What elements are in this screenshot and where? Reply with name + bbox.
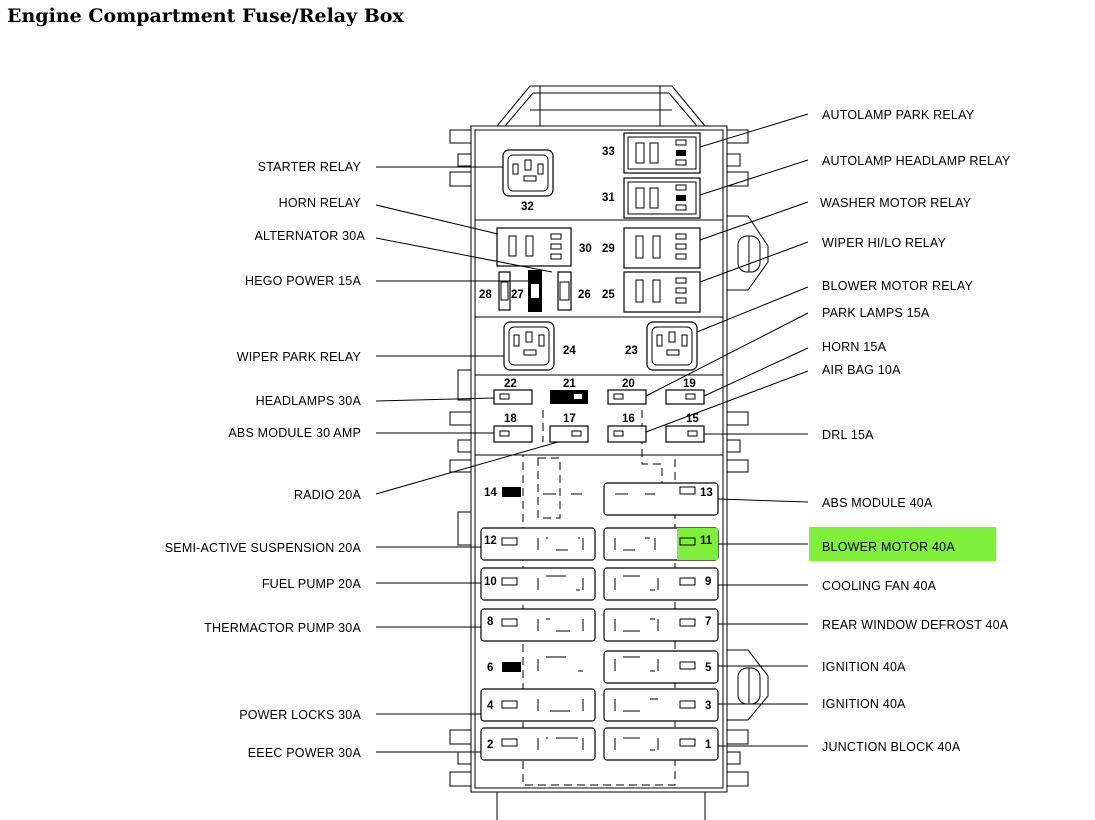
label-wiper-park-relay: WIPER PARK RELAY bbox=[237, 350, 362, 364]
slot-number-16: 16 bbox=[622, 413, 635, 425]
fuse-28 bbox=[498, 271, 511, 311]
highlight-box bbox=[809, 527, 996, 561]
label-ignition-40a-upper: IGNITION 40A bbox=[822, 660, 906, 674]
fuse-21 bbox=[550, 390, 588, 404]
slot-number-30: 30 bbox=[579, 243, 592, 255]
label-starter-relay: STARTER RELAY bbox=[258, 160, 362, 174]
slot-number-17: 17 bbox=[563, 413, 576, 425]
slot-number-12: 12 bbox=[484, 535, 497, 547]
slot-number-9: 9 bbox=[705, 576, 711, 588]
slot-number-10: 10 bbox=[484, 576, 497, 588]
fuse-9 bbox=[603, 567, 719, 601]
left-labels: STARTER RELAY HORN RELAY ALTERNATOR 30A … bbox=[165, 160, 366, 760]
relay-24 bbox=[503, 321, 555, 371]
label-thermactor-pump-30a: THERMACTOR PUMP 30A bbox=[204, 621, 361, 635]
label-washer-motor-relay: WASHER MOTOR RELAY bbox=[820, 196, 972, 210]
fuse-13 bbox=[603, 482, 719, 516]
right-labels: AUTOLAMP PARK RELAY AUTOLAMP HEADLAMP RE… bbox=[820, 108, 1011, 754]
fuse-20 bbox=[607, 389, 647, 405]
label-eeec-power-30a: EEEC POWER 30A bbox=[248, 746, 362, 760]
label-park-lamps-15a: PARK LAMPS 15A bbox=[822, 306, 930, 320]
slot-number-4: 4 bbox=[487, 700, 494, 712]
slot-number-29: 29 bbox=[602, 243, 615, 255]
relay-23 bbox=[646, 321, 698, 371]
label-ignition-40a-lower: IGNITION 40A bbox=[822, 697, 906, 711]
slot-number-21: 21 bbox=[563, 378, 576, 390]
fuse-5 bbox=[603, 650, 719, 684]
fuse-7 bbox=[603, 608, 719, 642]
slot-number-5: 5 bbox=[705, 662, 712, 674]
slot-number-6: 6 bbox=[487, 662, 493, 674]
slot-number-23: 23 bbox=[625, 345, 638, 357]
label-hego-power-15a: HEGO POWER 15A bbox=[245, 274, 361, 288]
relay-31 bbox=[623, 177, 701, 219]
slot-number-22: 22 bbox=[504, 378, 517, 390]
label-autolamp-headlamp-relay: AUTOLAMP HEADLAMP RELAY bbox=[822, 154, 1011, 168]
slot-number-25: 25 bbox=[602, 289, 615, 301]
fuse-16 bbox=[607, 425, 647, 443]
slot-number-24: 24 bbox=[563, 345, 576, 357]
label-horn-15a: HORN 15A bbox=[822, 340, 887, 354]
slot-number-33: 33 bbox=[602, 146, 615, 158]
label-blower-motor-relay: BLOWER MOTOR RELAY bbox=[822, 279, 974, 293]
label-cooling-fan-40a: COOLING FAN 40A bbox=[822, 579, 937, 593]
label-semi-active-suspension-20a: SEMI-ACTIVE SUSPENSION 20A bbox=[165, 541, 362, 555]
left-leader-lines bbox=[375, 166, 559, 753]
fuse-18 bbox=[493, 425, 533, 443]
label-drl-15a: DRL 15A bbox=[822, 428, 874, 442]
label-power-locks-30a: POWER LOCKS 30A bbox=[239, 708, 361, 722]
label-wiper-hi-lo-relay: WIPER HI/LO RELAY bbox=[822, 236, 946, 250]
slot-number-18: 18 bbox=[504, 413, 517, 425]
label-abs-module-30-amp: ABS MODULE 30 AMP bbox=[228, 426, 361, 440]
slot-number-20: 20 bbox=[622, 378, 635, 390]
slot-number-13: 13 bbox=[700, 487, 713, 499]
fuse-15 bbox=[665, 425, 705, 443]
label-headlamps-30a: HEADLAMPS 30A bbox=[256, 394, 362, 408]
fuse-26 bbox=[557, 271, 572, 311]
label-fuel-pump-20a: FUEL PUMP 20A bbox=[262, 577, 362, 591]
label-junction-block-40a: JUNCTION BLOCK 40A bbox=[822, 740, 961, 754]
label-rear-window-defrost-40a: REAR WINDOW DEFROST 40A bbox=[822, 618, 1009, 632]
relay-29 bbox=[623, 227, 701, 269]
slot-number-3: 3 bbox=[705, 700, 711, 712]
fuse-17 bbox=[549, 425, 589, 443]
fuse-27 bbox=[528, 270, 542, 312]
fuse-19 bbox=[665, 389, 705, 405]
fuse-22 bbox=[493, 389, 533, 405]
slot-number-27: 27 bbox=[511, 289, 524, 301]
slot-number-11: 11 bbox=[700, 535, 713, 547]
slot-number-14: 14 bbox=[484, 487, 497, 499]
slot-number-31: 31 bbox=[602, 192, 615, 204]
fuse-blade-hints bbox=[537, 493, 659, 751]
relay-33 bbox=[623, 132, 701, 174]
slot-number-19: 19 bbox=[683, 378, 696, 390]
slot-number-28: 28 bbox=[479, 289, 492, 301]
label-radio-20a: RADIO 20A bbox=[294, 488, 362, 502]
label-abs-module-40a: ABS MODULE 40A bbox=[822, 496, 933, 510]
label-autolamp-park-relay: AUTOLAMP PARK RELAY bbox=[822, 108, 975, 122]
slot-number-7: 7 bbox=[705, 616, 711, 628]
fuse-6 bbox=[502, 662, 521, 672]
slot-number-8: 8 bbox=[487, 616, 494, 628]
relay-32 bbox=[502, 149, 554, 197]
relay-25 bbox=[623, 271, 701, 313]
page-title: Engine Compartment Fuse/Relay Box bbox=[7, 5, 404, 27]
fuse-3 bbox=[603, 688, 719, 722]
fuse-14 bbox=[502, 487, 521, 497]
slot-number-26: 26 bbox=[578, 289, 591, 301]
label-air-bag-10a: AIR BAG 10A bbox=[822, 363, 901, 377]
fuse-1 bbox=[603, 727, 719, 761]
slot-number-32: 32 bbox=[521, 201, 534, 213]
label-blower-motor-40a: BLOWER MOTOR 40A bbox=[822, 540, 955, 554]
right-leader-lines bbox=[645, 113, 809, 747]
fuse-11 bbox=[603, 527, 719, 561]
label-alternator-30a: ALTERNATOR 30A bbox=[255, 229, 366, 243]
label-horn-relay: HORN RELAY bbox=[279, 196, 362, 210]
slot-numbers: 33 31 32 30 29 28 27 26 25 24 23 22 21 2… bbox=[479, 146, 713, 751]
relay-30 bbox=[496, 227, 572, 267]
slot-number-1: 1 bbox=[705, 739, 712, 751]
slot-number-2: 2 bbox=[487, 739, 493, 751]
